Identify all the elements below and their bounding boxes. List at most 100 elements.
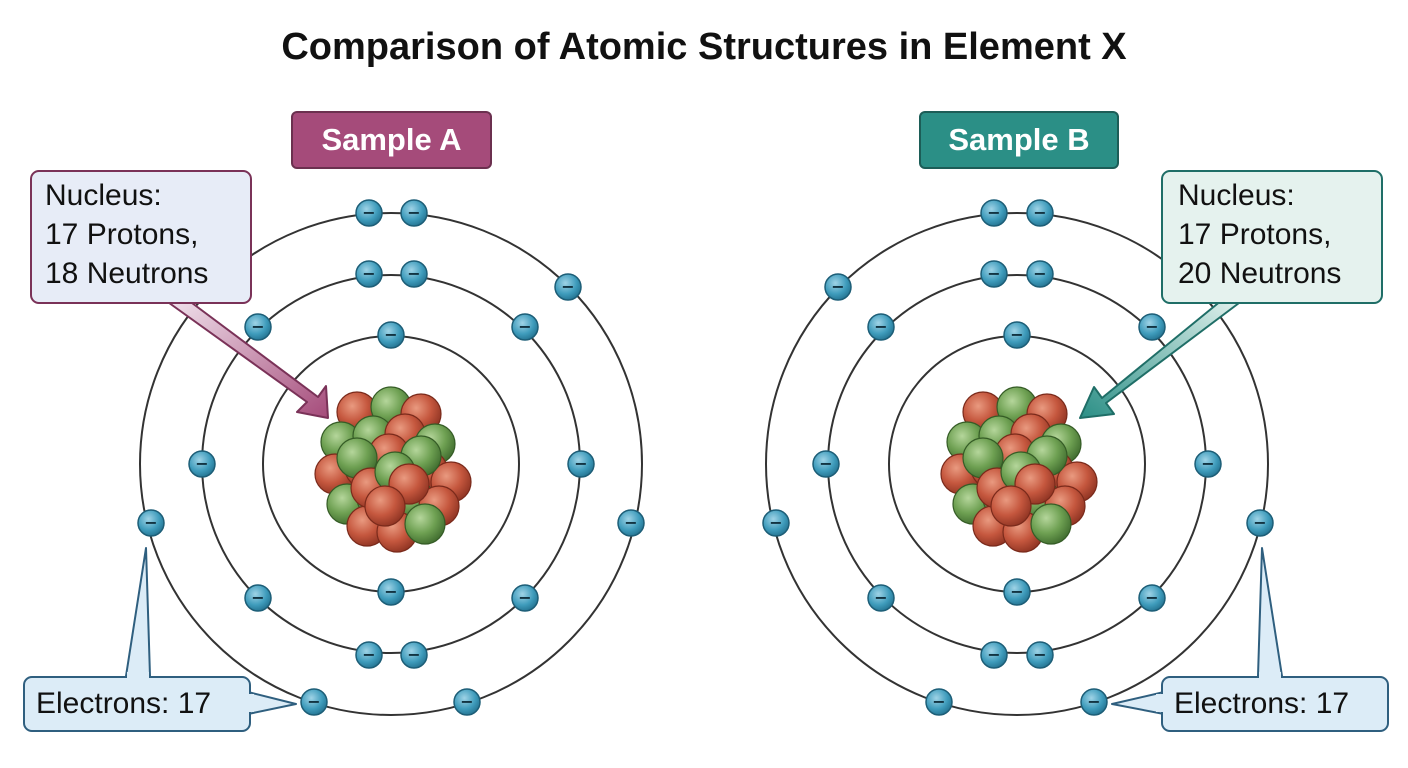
electron-charge-symbol: − xyxy=(1033,203,1046,222)
electron-charge-symbol: − xyxy=(624,513,637,532)
electron: − xyxy=(1026,199,1054,227)
electron: − xyxy=(188,450,216,478)
nucleus-callout-b xyxy=(1079,170,1383,419)
electron: − xyxy=(1003,321,1031,349)
electron: − xyxy=(1026,641,1054,669)
electron: − xyxy=(355,641,383,669)
neutron xyxy=(1030,503,1072,545)
electron: − xyxy=(867,313,895,341)
electron-callout-b xyxy=(1111,547,1389,732)
electron: − xyxy=(355,260,383,288)
electron-charge-symbol: − xyxy=(384,325,397,344)
electron: − xyxy=(377,578,405,606)
sample-a-badge: Sample A xyxy=(291,111,492,169)
electrons-b: − − − − − − − − − − − − − − − − − − − xyxy=(762,199,1274,716)
electron-charge-symbol: − xyxy=(1253,513,1266,532)
electron: − xyxy=(980,260,1008,288)
proton xyxy=(990,485,1032,527)
electron-charge-symbol: − xyxy=(195,454,208,473)
electron: − xyxy=(400,641,428,669)
electron: − xyxy=(554,273,582,301)
nucleus-text-b: Nucleus: 17 Protons, 20 Neutrons xyxy=(1164,176,1384,293)
electron: − xyxy=(244,313,272,341)
electron: − xyxy=(1003,578,1031,606)
electrons-a: − − − − − − − − − − − − − − − − − − − xyxy=(137,199,645,716)
electron-charge-symbol: − xyxy=(1033,264,1046,283)
electron-charge-symbol: − xyxy=(518,588,531,607)
callout-box-a xyxy=(30,170,252,304)
nucleus-line: 18 Neutrons xyxy=(45,257,209,290)
electron: − xyxy=(355,199,383,227)
callout-arrow-b xyxy=(1079,299,1244,419)
electron-charge-symbol: − xyxy=(362,645,375,664)
nucleus-a xyxy=(314,386,472,553)
electron-charge-symbol: − xyxy=(1087,692,1100,711)
electron: − xyxy=(1026,260,1054,288)
electron: − xyxy=(980,641,1008,669)
electron-pointer-a xyxy=(125,547,151,677)
proton xyxy=(364,485,406,527)
electron-charge-symbol: − xyxy=(407,645,420,664)
electron-charge-symbol: − xyxy=(574,454,587,473)
electron: − xyxy=(511,584,539,612)
electron-charge-symbol: − xyxy=(407,264,420,283)
electron-charge-symbol: − xyxy=(1145,317,1158,336)
electron-charge-symbol: − xyxy=(307,692,320,711)
electron: − xyxy=(824,273,852,301)
electron: − xyxy=(1246,509,1274,537)
electron: − xyxy=(762,509,790,537)
electron: − xyxy=(377,321,405,349)
electron: − xyxy=(300,688,328,716)
electron-charge-symbol: − xyxy=(987,645,1000,664)
electron: − xyxy=(1080,688,1108,716)
electron: − xyxy=(812,450,840,478)
electron-charge-symbol: − xyxy=(831,277,844,296)
electron: − xyxy=(925,688,953,716)
sample-b-badge: Sample B xyxy=(919,111,1119,169)
electron-callout-a xyxy=(23,547,297,732)
nucleus-text-a: Nucleus: 17 Protons, 18 Neutrons xyxy=(31,176,251,293)
electron-charge-symbol: − xyxy=(561,277,574,296)
electron-charge-symbol: − xyxy=(407,203,420,222)
electron-charge-symbol: − xyxy=(1033,645,1046,664)
electron-charge-symbol: − xyxy=(362,203,375,222)
callout-arrow-a xyxy=(164,299,329,419)
electron-charge-symbol: − xyxy=(987,203,1000,222)
electron: − xyxy=(567,450,595,478)
electron-charge-symbol: − xyxy=(769,513,782,532)
electron-charge-symbol: − xyxy=(874,588,887,607)
diagram-title: Comparison of Atomic Structures in Eleme… xyxy=(281,26,1127,68)
electron: − xyxy=(1138,584,1166,612)
electron-charge-symbol: − xyxy=(251,588,264,607)
electron-charge-symbol: − xyxy=(144,513,157,532)
orbit-shell-3 xyxy=(139,212,643,716)
electron: − xyxy=(453,688,481,716)
electron: − xyxy=(137,509,165,537)
electron-charge-symbol: − xyxy=(251,317,264,336)
nucleus-line: 20 Neutrons xyxy=(1178,257,1342,290)
neutron xyxy=(404,503,446,545)
electron-count-a: Electrons: 17 xyxy=(36,687,212,720)
electron-charge-symbol: − xyxy=(874,317,887,336)
nucleus-b xyxy=(940,386,1098,553)
electron-charge-symbol: − xyxy=(932,692,945,711)
electron: − xyxy=(1138,313,1166,341)
electron-count-b: Electrons: 17 xyxy=(1174,687,1350,720)
electron: − xyxy=(511,313,539,341)
electron: − xyxy=(400,260,428,288)
electron-pointer-b xyxy=(1257,547,1283,677)
electron-charge-symbol: − xyxy=(384,582,397,601)
electron: − xyxy=(617,509,645,537)
electron-charge-symbol: − xyxy=(362,264,375,283)
electron-charge-symbol: − xyxy=(460,692,473,711)
electron-charge-symbol: − xyxy=(1201,454,1214,473)
nucleus-line: Nucleus: xyxy=(1178,179,1295,212)
nucleus-line: 17 Protons, xyxy=(1178,218,1332,251)
nucleus-line: Nucleus: xyxy=(45,179,162,212)
orbit-shell-3 xyxy=(765,212,1269,716)
electron: − xyxy=(1194,450,1222,478)
electron-charge-symbol: − xyxy=(1010,325,1023,344)
electron-charge-symbol: − xyxy=(1010,582,1023,601)
electron-pointer-a2 xyxy=(247,691,297,715)
